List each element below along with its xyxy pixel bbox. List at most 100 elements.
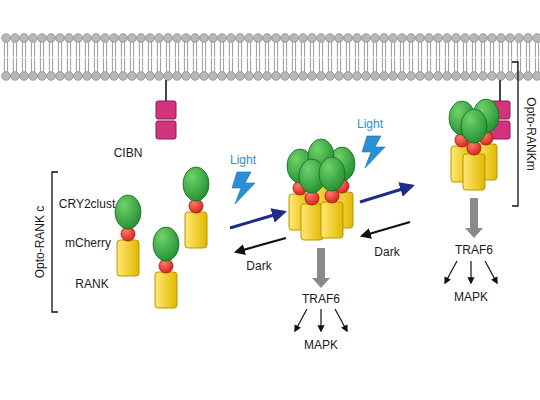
lipid-head [389,72,398,81]
lipid-tail [427,42,428,57]
lipid-tail [364,42,365,57]
lipid-head [326,34,335,43]
lipid-tail [292,42,293,57]
lipid-tail [520,58,521,72]
lipid-tail [367,58,368,72]
lipid-head [416,72,425,81]
lipid-tail [85,58,86,72]
lipid-tail [115,58,116,72]
lipid-tail [346,42,347,57]
lipid-head [479,34,488,43]
forward-arrow [360,186,412,202]
lipid-tail [295,42,296,57]
lipid-head [110,34,119,43]
lipid-tail [211,58,212,72]
lipid-tail [97,42,98,57]
lipid-head [38,34,47,43]
anchor-linker [499,80,501,101]
lipid-tail [196,58,197,72]
lipid-head [470,34,479,43]
lipid-tail [187,42,188,57]
lipid-tail [277,42,278,57]
lipid-tail [445,42,446,57]
lipid-tail [445,58,446,72]
photoreceptor-domain [153,227,179,261]
lipid-head [515,72,524,81]
lipid-head [245,34,254,43]
lipid-tail [238,58,239,72]
lipid-head [83,72,92,81]
lipid-head [398,34,407,43]
lipid-tail [175,58,176,72]
lipid-tail [313,42,314,57]
lipid-head [155,72,164,81]
lipid-tail [337,58,338,72]
lipid-tail [421,42,422,57]
lipid-head [74,72,83,81]
lipid-tail [346,58,347,72]
lipid-head [47,72,56,81]
lipid-head [119,34,128,43]
lipid-tail [421,58,422,72]
lipid-tail [76,58,77,72]
lipid-tail [376,58,377,72]
lipid-head [434,34,443,43]
lipid-head [218,34,227,43]
lipid-tail [49,58,50,72]
lipid-tail [112,42,113,57]
lipid-tail [466,58,467,72]
light-bolt [362,136,385,168]
lipid-head [164,72,173,81]
lipid-tail [439,58,440,72]
lipid-tail [328,42,329,57]
lipid-head [119,72,128,81]
lipid-tail [484,42,485,57]
lipid-tail [259,42,260,57]
lipid-tail [139,42,140,57]
lipid-tail [529,42,530,57]
lipid-tail [364,58,365,72]
lipid-tail [70,58,71,72]
lipid-tail [502,58,503,72]
receptor-domain [301,204,323,240]
membrane-anchor [156,80,176,139]
lipid-tail [436,58,437,72]
lipid-head [317,72,326,81]
lipid-tail [349,58,350,72]
lipid-tail [409,42,410,57]
lipid-tail [418,42,419,57]
lipid-tail [142,42,143,57]
lipid-head [155,34,164,43]
lipid-tail [286,58,287,72]
fusion-protein [115,195,141,276]
lipid-tail [349,42,350,57]
group-bracket [52,172,58,312]
lipid-tail [295,58,296,72]
lipid-tail [538,58,539,72]
lipid-head [56,34,65,43]
lipid-tail [256,42,257,57]
lipid-head [272,72,281,81]
lipid-tail [184,42,185,57]
lipid-tail [223,58,224,72]
lipid-tail [223,42,224,57]
lipid-tail [400,58,401,72]
lipid-head [74,34,83,43]
lipid-tail [94,58,95,72]
lipid-head [353,72,362,81]
lipid-tail [268,58,269,72]
lipid-tail [490,58,491,72]
lipid-tail [22,42,23,57]
lipid-tail [16,42,17,57]
lipid-head [110,72,119,81]
lipid-head [65,72,74,81]
lipid-tail [283,42,284,57]
fusion-protein [461,109,487,190]
lipid-tail [31,58,32,72]
state-label: Dark [374,245,399,259]
pathway-label: MAPK [454,290,488,304]
lipid-head [38,72,47,81]
forward-arrow [230,212,284,228]
lipid-tail [94,42,95,57]
